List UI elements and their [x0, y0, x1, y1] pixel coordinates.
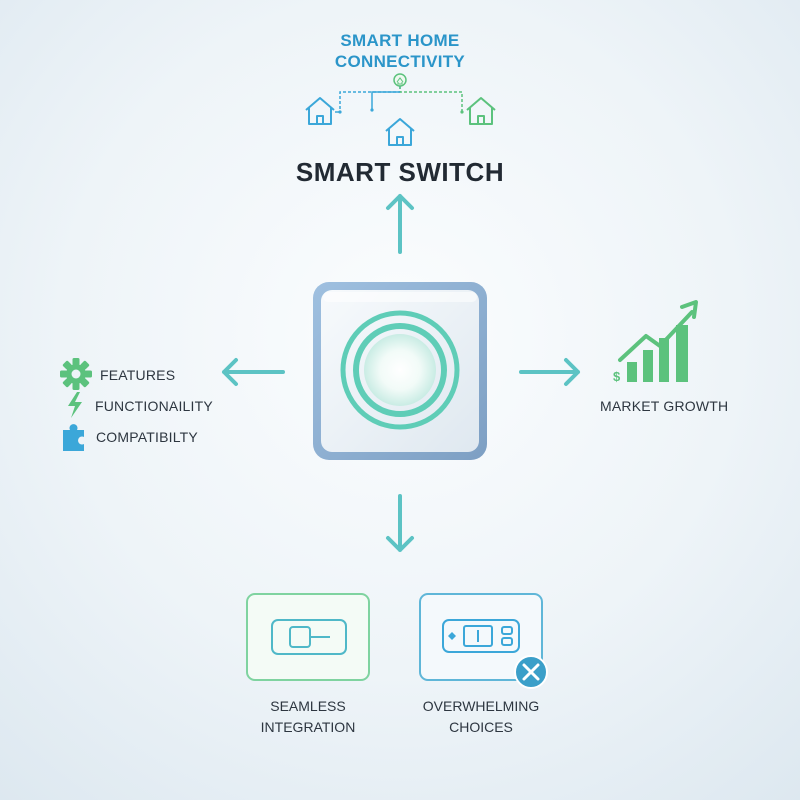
house-right-icon: [466, 97, 496, 125]
lightning-icon: [68, 392, 82, 418]
overwhelming-choices-card: [419, 593, 548, 689]
house-center-icon: [385, 118, 415, 146]
connectivity-title-line2: CONNECTIVITY: [334, 52, 466, 71]
arrow-up: [386, 194, 414, 254]
main-title: SMART SWITCH: [295, 157, 505, 187]
arrow-right: [519, 358, 580, 386]
connectivity-title: SMART HOME CONNECTIVITY: [250, 30, 550, 72]
seamless-line1: SEAMLESS: [270, 698, 346, 714]
close-icon: [514, 655, 548, 689]
overwhelming-line2: CHOICES: [449, 719, 513, 735]
puzzle-icon: [63, 424, 84, 451]
bar-chart-growth-icon: $: [613, 300, 698, 384]
overwhelming-line1: OVERWHELMING: [422, 698, 540, 714]
multi-switch-panel-icon: [442, 619, 520, 653]
home-network-icon: [335, 73, 464, 114]
connectivity-title-line1: SMART HOME: [340, 31, 460, 50]
compatibility-label: COMPATIBILTY: [96, 429, 198, 445]
functionality-label: FUNCTIONAILITY: [95, 398, 213, 414]
features-label: FEATURES: [100, 367, 176, 383]
market-growth-label: MARKET GROWTH: [600, 398, 729, 414]
seamless-line2: INTEGRATION: [260, 719, 356, 735]
seamless-integration-card: [246, 593, 370, 681]
switch-panel-icon: [271, 619, 347, 655]
smart-switch-icon: [313, 282, 487, 460]
seamless-integration-label: SEAMLESS INTEGRATION: [233, 696, 383, 738]
arrow-down: [386, 494, 414, 552]
arrow-left: [222, 358, 285, 386]
house-left-icon: [305, 97, 335, 125]
dollar-icon: $: [613, 369, 621, 384]
overwhelming-choices-label: OVERWHELMING CHOICES: [396, 696, 566, 738]
gear-icon: [60, 358, 92, 390]
